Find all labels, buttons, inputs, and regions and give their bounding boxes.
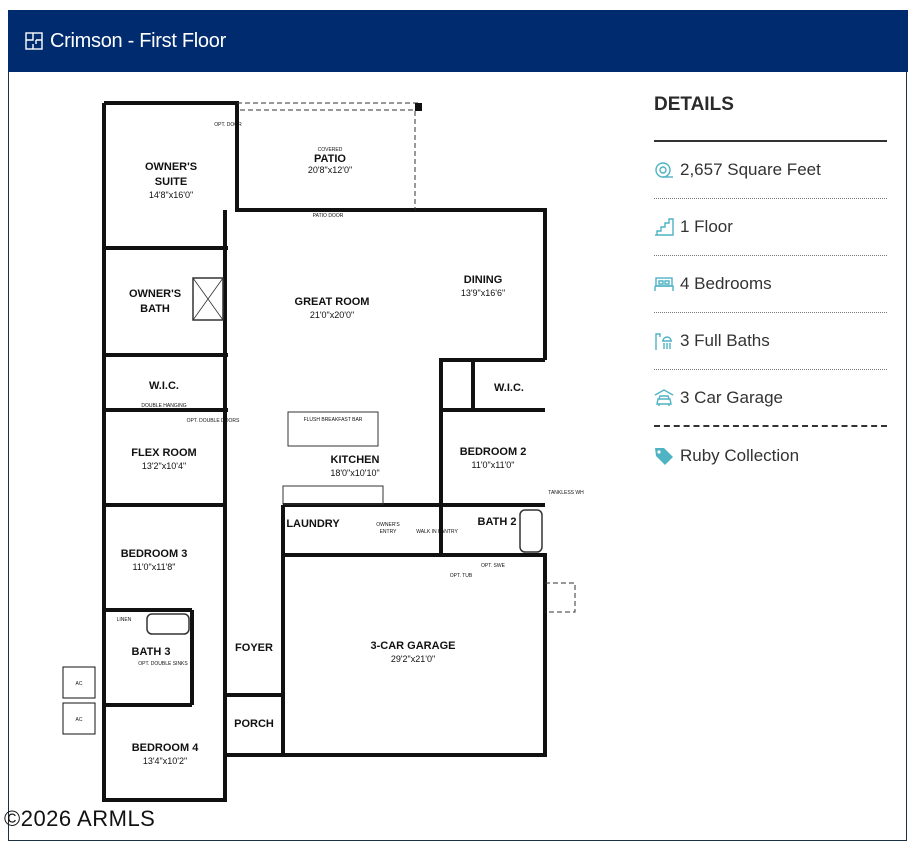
ac-unit — [62, 666, 96, 699]
room-label: BATH 2 — [478, 516, 517, 528]
garage-icon — [654, 388, 674, 406]
room-dims: 21'0"x20'0" — [310, 310, 354, 320]
room-label: OWNER'S — [145, 161, 197, 173]
detail-baths: 3 Full Baths — [654, 313, 887, 370]
walls — [102, 101, 547, 802]
room-label: LAUNDRY — [286, 518, 340, 530]
divider — [654, 140, 887, 142]
ac-unit — [62, 702, 96, 735]
room-label: BATH — [140, 303, 170, 315]
floorplan-icon — [25, 32, 43, 50]
page-header: Crimson - First Floor — [8, 10, 908, 72]
plan-note: LINEN — [117, 617, 132, 623]
room-note: ENTRY — [380, 529, 398, 535]
room-dims: 13'9"x16'6" — [461, 288, 505, 298]
content-frame — [8, 72, 907, 841]
room-label: OWNER'S — [129, 288, 181, 300]
detail-label: 3 Full Baths — [680, 331, 770, 350]
room-label: W.I.C. — [149, 380, 179, 392]
room-label: GREAT ROOM — [295, 296, 370, 308]
plan-note: OPT. DOOR — [214, 122, 242, 128]
room-label: BEDROOM 4 — [132, 742, 200, 754]
bed-icon — [654, 277, 674, 291]
room-label: BEDROOM 3 — [121, 548, 188, 560]
plan-note: WALK IN PANTRY — [416, 529, 458, 535]
room-dims: 11'0"x11'0" — [471, 460, 514, 470]
detail-label: 4 Bedrooms — [680, 274, 772, 293]
plan-note: OPT. TUB — [450, 573, 473, 579]
details-panel: DETAILS 2,657 Square Feet 1 Floor 4 Bedr… — [654, 92, 887, 484]
room-dims: 13'4"x10'2" — [143, 756, 187, 766]
detail-label: 1 Floor — [680, 217, 733, 236]
tag-icon — [655, 447, 673, 465]
room-dims: 18'0"x10'10" — [330, 468, 379, 478]
room-dims: 20'8"x12'0" — [308, 165, 352, 175]
room-dims: 29'2"x21'0" — [391, 654, 435, 664]
plan-note: AC — [76, 717, 83, 723]
tape-measure-icon — [655, 162, 673, 178]
detail-label: 2,657 Square Feet — [680, 160, 821, 179]
plan-note: PATIO DOOR — [313, 213, 344, 219]
room-label: W.I.C. — [494, 382, 524, 394]
room-dims: 14'8"x16'0" — [149, 190, 193, 200]
plan-note: OPT. DOUBLE SINKS — [138, 661, 188, 667]
room-label: PORCH — [234, 718, 274, 730]
room-label: BATH 3 — [132, 646, 171, 658]
detail-label: 3 Car Garage — [680, 387, 783, 407]
plan-note: AC — [76, 681, 83, 687]
room-note: COVERED — [318, 147, 343, 153]
shower-icon — [655, 333, 672, 350]
detail-floors: 1 Floor — [654, 199, 887, 256]
room-label: BEDROOM 2 — [460, 446, 527, 458]
stairs-icon — [655, 218, 674, 236]
detail-garage: 3 Car Garage — [654, 370, 887, 427]
plan-note: FLUSH BREAKFAST BAR — [304, 417, 363, 423]
detail-label: Ruby Collection — [680, 445, 800, 465]
room-label: 3-CAR GARAGE — [371, 640, 456, 652]
room-label: PATIO — [314, 153, 346, 165]
plan-note: OPT. SWE — [481, 563, 506, 569]
plan-note: OPT. DOUBLE DOORS — [187, 418, 240, 424]
room-label: DINING — [464, 274, 503, 286]
detail-square-feet: 2,657 Square Feet — [654, 142, 887, 199]
detail-bedrooms: 4 Bedrooms — [654, 256, 887, 313]
room-dims: 11'0"x11'8" — [132, 562, 175, 572]
room-note: OWNER'S — [376, 522, 400, 528]
room-label: KITCHEN — [331, 454, 380, 466]
watermark: ©2026 ARMLS — [4, 806, 156, 831]
page-title: Crimson - First Floor — [50, 29, 226, 52]
room-label: FLEX ROOM — [131, 447, 196, 459]
room-label: SUITE — [155, 176, 187, 188]
details-heading: DETAILS — [654, 94, 734, 115]
detail-collection: Ruby Collection — [654, 427, 887, 484]
room-label: FOYER — [235, 642, 273, 654]
room-dims: 13'2"x10'4" — [142, 461, 186, 471]
plan-note: DOUBLE HANGING — [141, 403, 186, 409]
plan-note: TANKLESS WH — [548, 490, 584, 496]
